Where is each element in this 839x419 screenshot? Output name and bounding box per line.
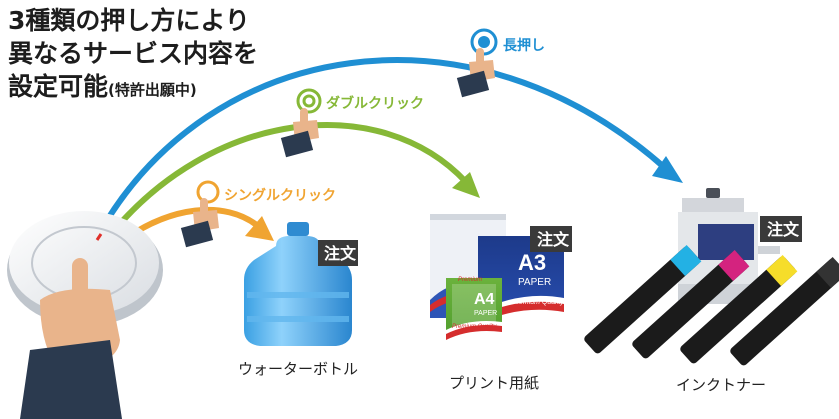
a3-label: A3 [518,250,546,275]
order-badge-paper-text: 注文 [537,230,570,249]
caption-ink-toner: インクトナー [676,376,767,394]
a3-premium-quality: Premium Quality [512,299,564,306]
toner-cartridges [584,244,839,366]
toner-cyan [584,244,702,354]
arrow-long-press [97,57,683,235]
headline-line-1: 3種類の押し方により [8,6,250,35]
order-badge-water-text: 注文 [324,244,357,263]
arrow-double-click [105,122,480,241]
headline-line-3: 設定可能(特許出願中) [8,70,258,107]
long-press-marker [456,28,498,98]
headline: 3種類の押し方により 異なるサービス内容を 設定可能(特許出願中) [8,4,258,107]
toner-magenta [632,249,750,359]
toner-yellow [680,254,798,364]
a4-premium-quality: Premium Quality [452,324,497,330]
hand-icon [280,108,319,158]
headline-line-2: 異なるサービス内容を [8,39,259,68]
paper-pack-illustration: A3 PAPER Premium Quality A4 PAPER Premiu… [430,214,564,352]
double-click-marker [280,88,322,158]
single-click-marker [180,180,220,248]
a4-label: A4 [474,291,495,308]
hand-icon [456,48,495,98]
pressing-hand-icon [20,258,122,419]
headline-line-3-text: 設定可能 [8,72,109,101]
back-pack-premium: Premium [458,277,482,283]
order-badge-water: 注文 [318,240,358,266]
order-badge-paper: 注文 [530,226,572,252]
hand-icon [180,198,219,248]
toner-black [730,256,839,366]
single-click-label: シングルクリック [224,188,336,204]
long-press-label: 長押し [503,38,545,54]
headline-note: (特許出願中) [108,81,197,99]
order-badge-ink: 注文 [760,216,802,242]
caption-print-paper: プリント用紙 [449,374,540,392]
double-click-label: ダブルクリック [326,96,424,112]
order-badge-ink-text: 注文 [767,220,800,239]
caption-water-bottle: ウォーターボトル [238,360,359,378]
a3-paper-word: PAPER [518,277,551,288]
a4-paper-word: PAPER [474,310,497,317]
